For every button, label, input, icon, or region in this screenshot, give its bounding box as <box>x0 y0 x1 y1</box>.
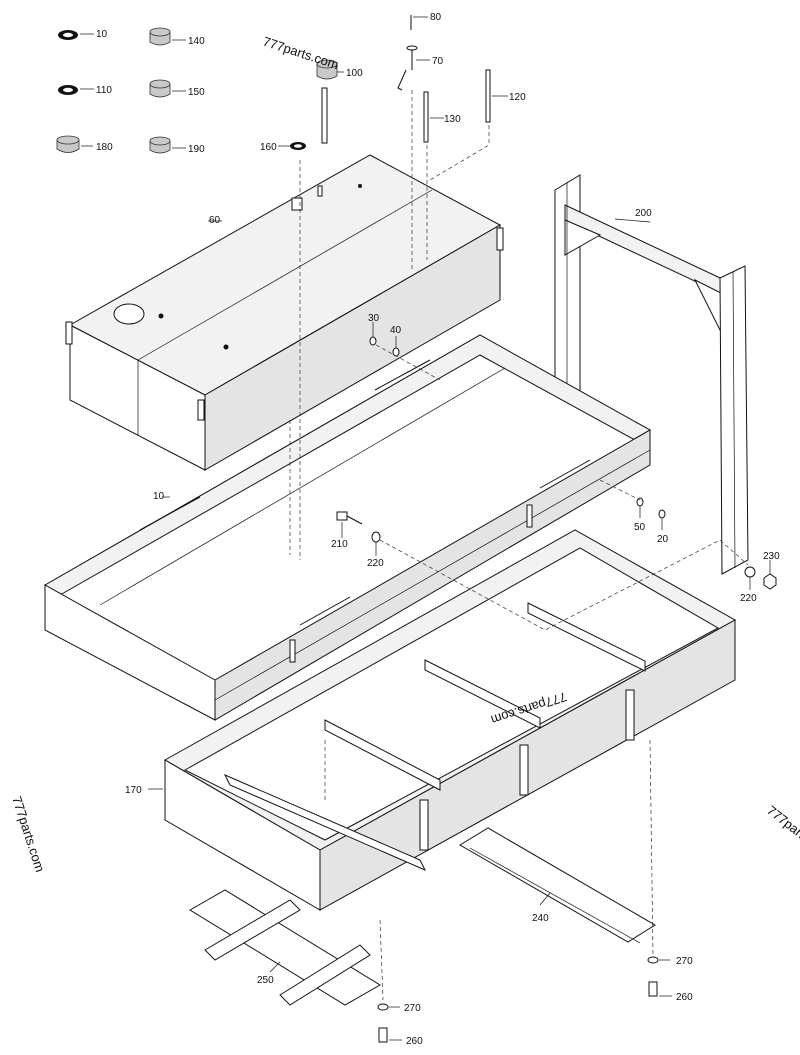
part-labels: 10 140 110 150 180 190 80 70 100 120 130… <box>96 12 780 1047</box>
label-50: 50 <box>634 522 646 533</box>
bolt-260a <box>378 1027 402 1043</box>
seal-ring-90 <box>58 30 94 40</box>
cap-190 <box>149 136 186 154</box>
label-270-b: 270 <box>676 956 693 967</box>
upper-frame-10 <box>43 334 652 721</box>
label-160: 160 <box>260 142 277 153</box>
bolt-260b <box>648 981 672 997</box>
bolt-210 <box>336 511 363 538</box>
washer-220a <box>371 531 381 556</box>
label-220-b: 220 <box>740 593 757 604</box>
label-80: 80 <box>430 12 442 23</box>
label-200: 200 <box>635 208 652 219</box>
washer-30 <box>369 322 377 346</box>
strainer-160 <box>278 142 306 150</box>
seal-ring-110 <box>58 85 94 95</box>
label-230: 230 <box>763 551 780 562</box>
label-150: 150 <box>188 87 205 98</box>
cap-140 <box>149 27 186 46</box>
label-90: 10 <box>96 29 108 40</box>
washer-50 <box>636 497 644 518</box>
label-250: 250 <box>257 975 274 986</box>
label-270-a: 270 <box>404 1003 421 1014</box>
watermark-right: 777parts.com <box>764 803 800 863</box>
label-120: 120 <box>509 92 526 103</box>
tube-120 <box>485 69 508 123</box>
lower-frame-170 <box>148 529 737 911</box>
label-30: 30 <box>368 313 380 324</box>
label-260-a: 260 <box>406 1036 423 1047</box>
label-40: 40 <box>390 325 402 336</box>
label-170: 170 <box>125 785 142 796</box>
label-60: 60 <box>209 215 221 226</box>
label-220-a: 220 <box>367 558 384 569</box>
label-130: 130 <box>444 114 461 125</box>
watermark-left: 777parts.com <box>9 794 48 874</box>
label-100: 100 <box>346 68 363 79</box>
label-140: 140 <box>188 36 205 47</box>
washer-40 <box>392 336 400 357</box>
upright-frame-200 <box>554 174 749 575</box>
screw-80 <box>410 15 428 30</box>
cap-180 <box>56 135 93 153</box>
fuel-tank-60 <box>65 154 504 471</box>
label-240: 240 <box>532 913 549 924</box>
watermark-top: 777parts.com <box>261 34 341 73</box>
label-110: 110 <box>96 85 112 96</box>
bracket-240 <box>459 827 656 944</box>
cap-150 <box>149 79 186 98</box>
washer-270a <box>377 1003 400 1011</box>
label-10: 10 <box>153 491 165 502</box>
tube-130 <box>423 91 444 143</box>
label-210: 210 <box>331 539 348 550</box>
label-190: 190 <box>188 144 205 155</box>
label-260-b: 260 <box>676 992 693 1003</box>
gauge-70 <box>397 45 430 91</box>
label-180: 180 <box>96 142 113 153</box>
label-20: 20 <box>657 534 669 545</box>
filler-cap-100 <box>316 59 344 144</box>
assembly-lines <box>289 90 749 1001</box>
washer-220b <box>744 566 756 590</box>
label-70: 70 <box>432 56 444 67</box>
nut-20 <box>658 509 666 530</box>
washer-270b <box>647 956 670 964</box>
support-250 <box>189 889 381 1006</box>
nut-230 <box>763 560 777 590</box>
